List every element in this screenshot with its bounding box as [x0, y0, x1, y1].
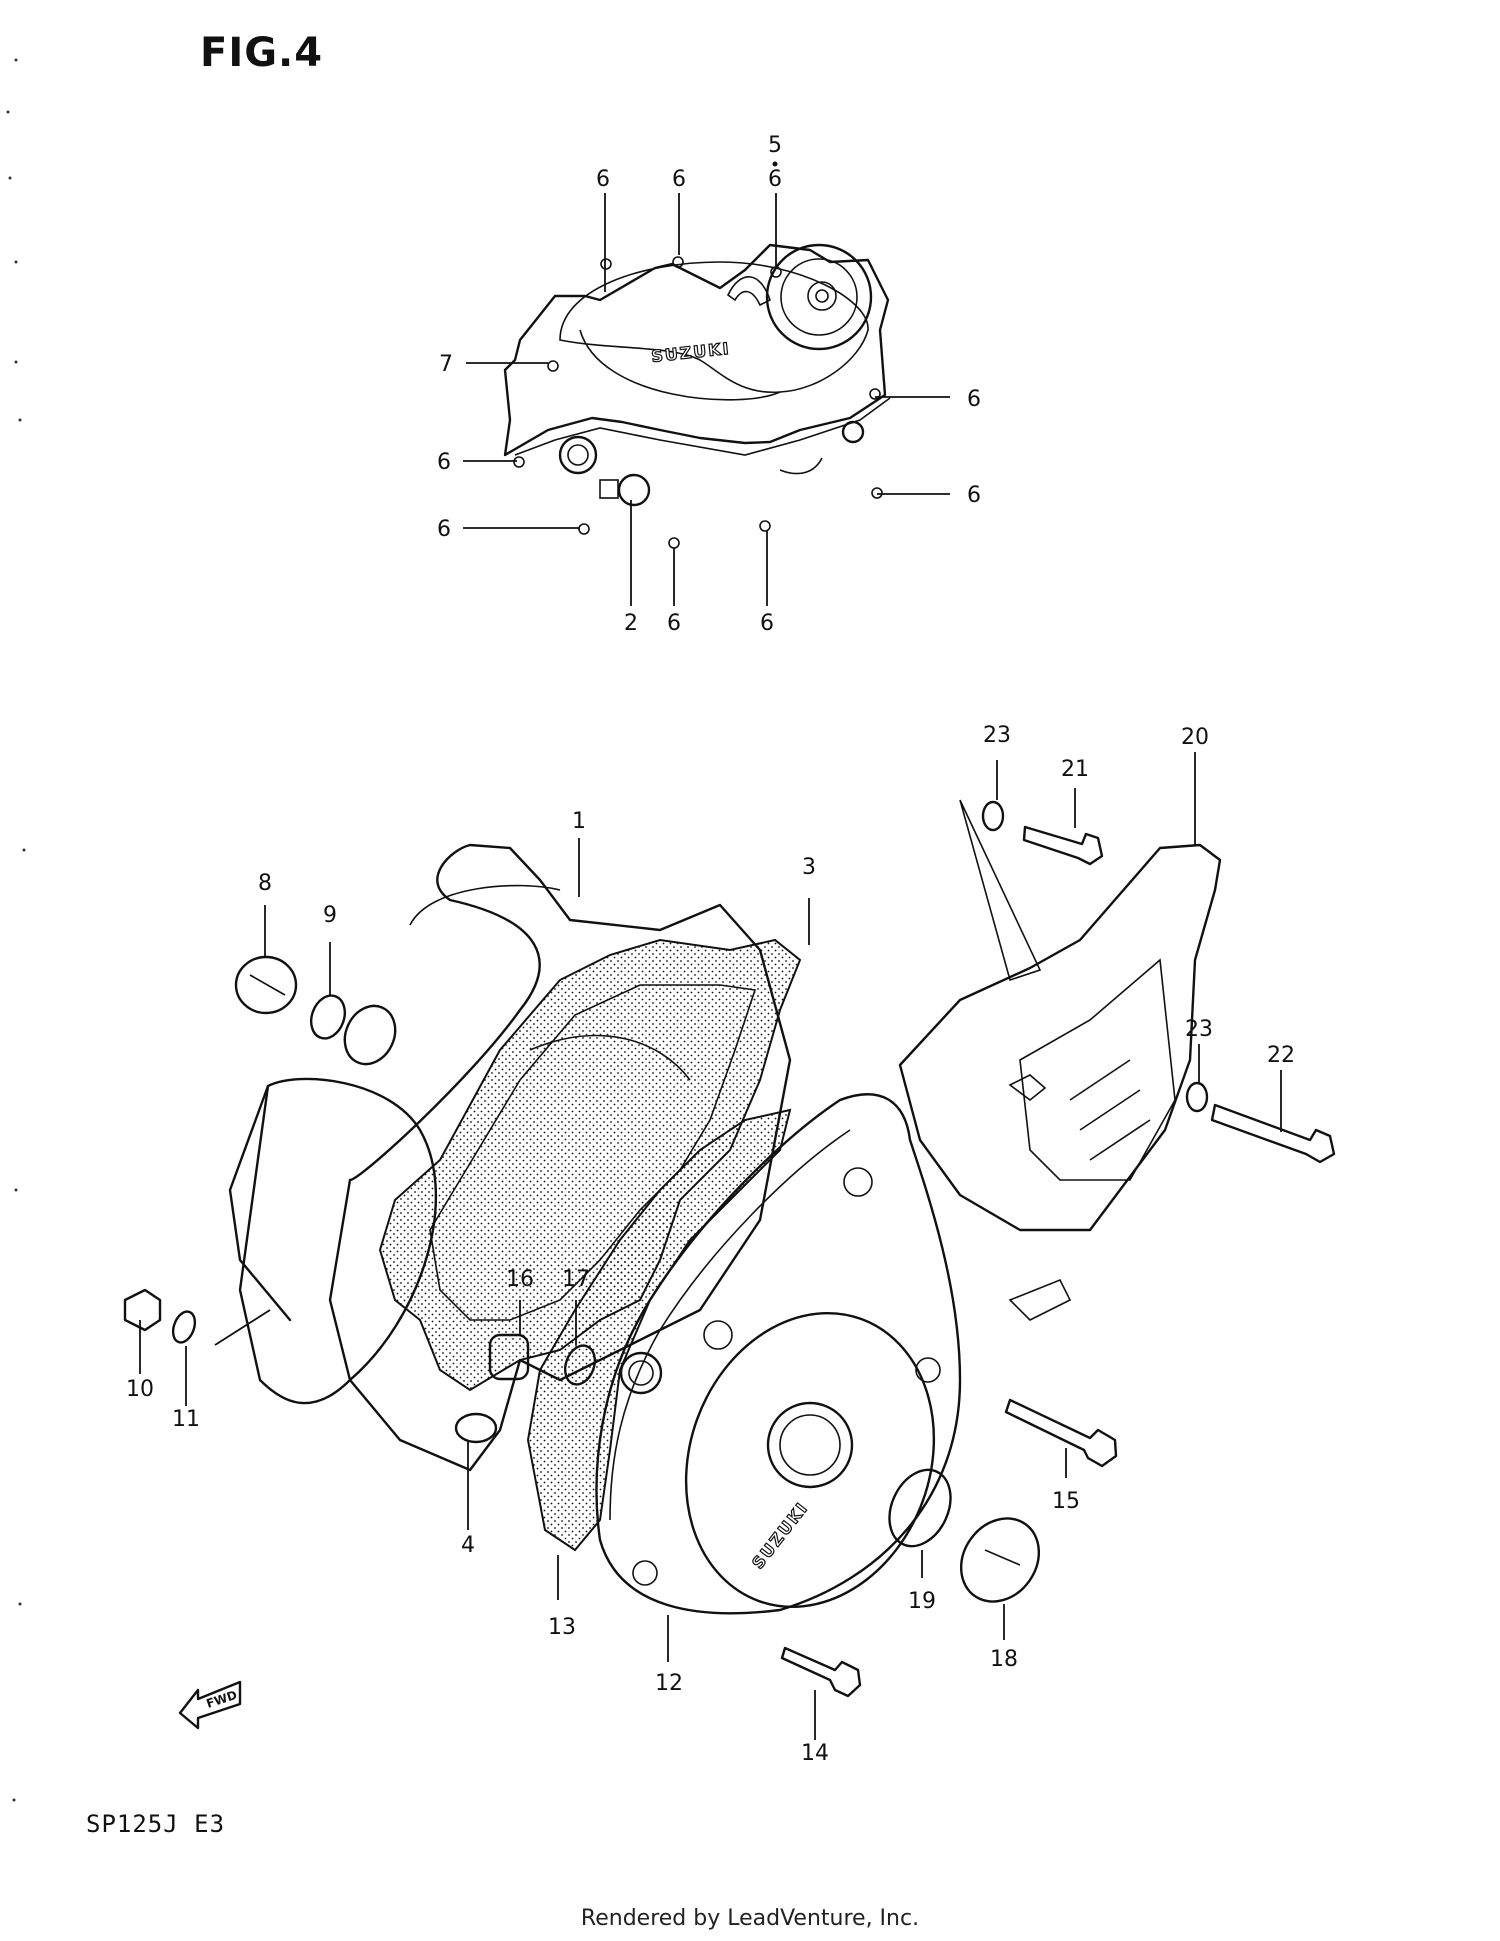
forward-arrow-icon: FWD	[178, 1680, 242, 1730]
callout-labels: 5 6 6 6 7 6 6 6 6 2 6 6 23 20 21 1 3 8 9…	[126, 133, 1295, 1766]
callout-6: 6	[437, 450, 451, 475]
figure-title: FIG.4	[200, 30, 324, 76]
clutch-cover-leaders	[463, 161, 950, 606]
callout-6: 6	[768, 167, 782, 192]
callout-11: 11	[172, 1407, 200, 1432]
generator-cover-gasket	[526, 1108, 792, 1552]
scan-specks	[6, 58, 26, 1802]
forward-arrow-label: FWD	[205, 1688, 239, 1711]
callout-4: 4	[461, 1533, 475, 1558]
callout-10: 10	[126, 1377, 154, 1402]
small-parts	[123, 799, 1336, 1698]
callout-1: 1	[572, 809, 586, 834]
callout-3: 3	[802, 855, 816, 880]
callout-6: 6	[967, 387, 981, 412]
callout-21: 21	[1061, 757, 1089, 782]
callout-22: 22	[1267, 1043, 1295, 1068]
assembly-leaders	[139, 752, 1282, 1740]
callout-6: 6	[760, 611, 774, 636]
callout-6: 6	[596, 167, 610, 192]
callout-13: 13	[548, 1615, 576, 1640]
callout-5: 5	[768, 133, 782, 158]
brand-mark-clutch-cover: SUZUKI	[650, 339, 731, 366]
callout-12: 12	[655, 1671, 683, 1696]
callout-17: 17	[562, 1267, 590, 1292]
callout-8: 8	[258, 871, 272, 896]
callout-6: 6	[667, 611, 681, 636]
callout-20: 20	[1181, 725, 1209, 750]
callout-23: 23	[1185, 1017, 1213, 1042]
callout-23: 23	[983, 723, 1011, 748]
callout-6: 6	[437, 517, 451, 542]
callout-15: 15	[1052, 1489, 1080, 1514]
brand-mark-generator-cover: SUZUKI	[748, 1498, 812, 1572]
clutch-cover: SUZUKI	[503, 243, 891, 549]
callout-2: 2	[624, 611, 638, 636]
callout-9: 9	[323, 903, 337, 928]
model-code: SP125J E3	[86, 1810, 226, 1838]
callout-7: 7	[439, 352, 453, 377]
callout-16: 16	[506, 1267, 534, 1292]
callout-6: 6	[967, 483, 981, 508]
callout-14: 14	[801, 1741, 829, 1766]
sprocket-cover	[898, 843, 1222, 1321]
callout-18: 18	[990, 1647, 1018, 1672]
footer-credit: Rendered by LeadVenture, Inc.	[580, 1906, 920, 1931]
callout-6: 6	[672, 167, 686, 192]
callout-19: 19	[908, 1589, 936, 1614]
